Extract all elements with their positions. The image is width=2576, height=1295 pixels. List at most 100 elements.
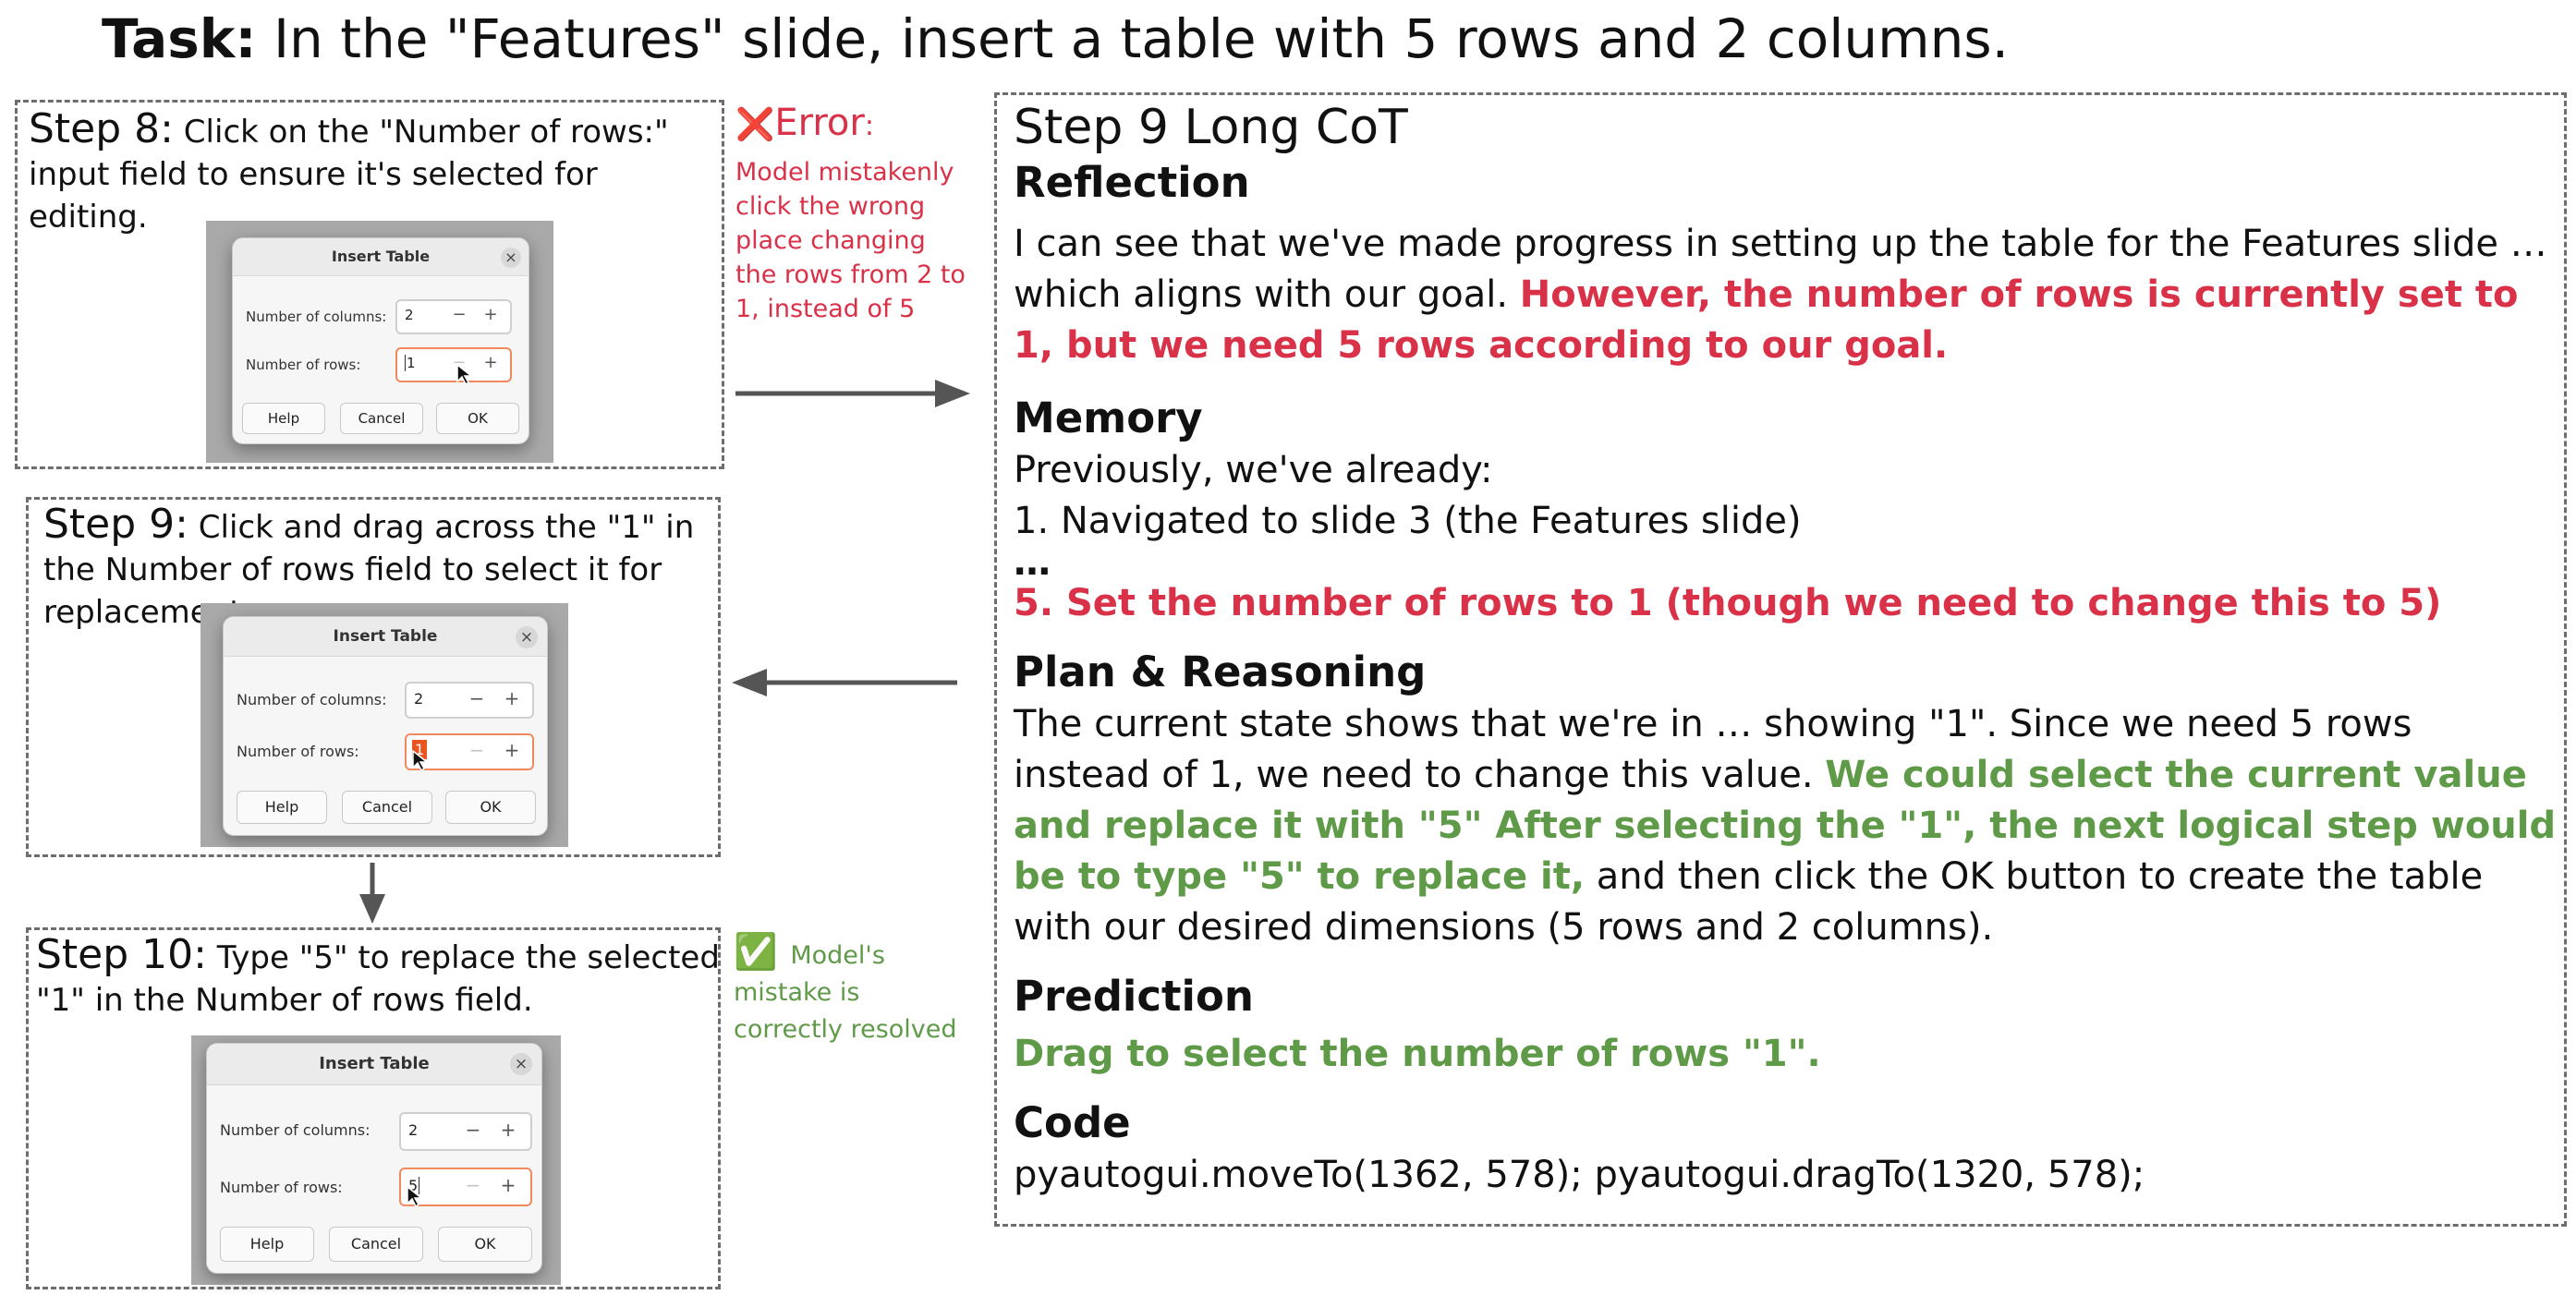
insert-table-dialog: Insert Table × Number of columns: 2 − + … [223,616,548,836]
mouse-cursor-icon [412,750,429,772]
task-title: Task: In the "Features" slide, insert a … [102,2,2009,76]
columns-value: 2 [405,307,414,323]
rows-minus-button[interactable]: − [465,1174,481,1196]
ok-button[interactable]: OK [445,791,536,824]
plan-text: The current state shows that we're in … … [1014,699,2557,953]
close-icon[interactable]: × [516,626,538,648]
step-9-panel: Step 9: Click and drag across the "1" in… [26,497,721,857]
step-9-title: Step 9: Click and drag across the "1" in… [43,503,718,634]
plan-heading: Plan & Reasoning [1014,648,1427,696]
step-8-panel: Step 8: Click on the "Number of rows:" i… [15,100,724,469]
memory-item-5: 5. Set the number of rows to 1 (though w… [1014,582,2442,624]
close-icon[interactable]: × [501,248,521,268]
columns-label: Number of columns: [237,691,387,708]
help-button[interactable]: Help [242,403,325,434]
rows-value[interactable]: 1 [405,355,416,371]
step-10-text: Type "5" to replace the selected "1" in … [36,939,720,1019]
rows-label: Number of rows: [237,743,359,760]
mouse-cursor-icon [407,1186,423,1208]
help-button[interactable]: Help [220,1227,314,1262]
rows-value[interactable]: 5 [408,1177,420,1194]
arrow-step9-to-step10 [359,863,385,924]
code-text: pyautogui.moveTo(1362, 578); pyautogui.d… [1014,1154,2145,1196]
dialog-title: Insert Table [233,238,529,276]
columns-spinbox[interactable]: 2 − + [399,1112,532,1151]
resolved-text: ✅Model's mistake is correctly resolved [734,933,974,1048]
reflection-body: I can see that we've made progress in se… [1014,223,2547,316]
ok-button[interactable]: OK [436,403,519,434]
plan-highlight: We could select the current value and re… [1014,754,2557,898]
columns-plus-button[interactable]: + [500,1119,516,1141]
help-button[interactable]: Help [237,791,327,824]
rows-label: Number of rows: [246,357,361,373]
columns-value: 2 [408,1121,419,1139]
close-icon[interactable]: × [510,1053,532,1075]
ok-button[interactable]: OK [438,1227,532,1262]
step-8-label: Step 8: [29,105,174,152]
step-8-screenshot: Insert Table × Number of columns: 2 − + … [206,221,553,463]
rows-plus-button[interactable]: + [504,739,520,761]
arrow-step8-to-cot [735,380,970,407]
reflection-highlight: However, the number of rows is currently… [1014,273,2519,367]
step-10-screenshot: Insert Table × Number of columns: 2 − + … [191,1035,561,1285]
rows-spinbox[interactable]: 5 − + [399,1168,532,1208]
insert-table-dialog: Insert Table × Number of columns: 2 − + … [232,237,529,444]
columns-plus-button[interactable]: + [504,687,520,709]
rows-label: Number of rows: [220,1179,343,1196]
rows-minus-button[interactable]: − [452,353,467,372]
check-mark-icon: ✅ [734,931,778,972]
step-9-screenshot: Insert Table × Number of columns: 2 − + … [200,603,568,847]
error-label: Error [774,102,865,144]
rows-plus-button[interactable]: + [483,353,498,372]
step-10-label: Step 10: [36,931,207,978]
reflection-heading: Reflection [1014,158,1250,207]
prediction-heading: Prediction [1014,972,1254,1021]
resolved-description: Model's mistake is correctly resolved [734,941,957,1044]
prediction-text: Drag to select the number of rows "1". [1014,1033,1821,1075]
error-title: ❌Error: [735,100,966,150]
long-cot-panel: Step 9 Long CoT Reflection I can see tha… [994,92,2567,1227]
cot-content: Step 9 Long CoT Reflection I can see tha… [1014,99,2557,1201]
dialog-title: Insert Table [207,1044,541,1085]
plan-body-2: and then click the OK button to create t… [1014,855,2484,949]
memory-intro: Previously, we've already: [1014,449,1493,491]
arrow-cot-to-step9 [732,669,957,696]
memory-item-1: 1. Navigated to slide 3 (the Features sl… [1014,500,1802,542]
error-description: Model mistakenly click the wrong place c… [735,158,966,323]
dialog-title: Insert Table [224,617,547,657]
plan-body-1: The current state shows that we're in … … [1014,703,2412,796]
task-text: In the "Features" slide, insert a table … [256,7,2010,70]
rows-spinbox[interactable]: 1 − + [395,347,512,386]
step-9-text: Click and drag across the "1" in the Num… [43,509,695,631]
cot-title: Step 9 Long CoT [1014,100,1408,155]
columns-spinbox[interactable]: 2 − + [395,299,512,334]
error-colon: : [864,110,874,142]
cancel-button[interactable]: Cancel [342,791,432,824]
memory-ellipsis: … [1014,541,1051,584]
step-10-panel: Step 10: Type "5" to replace the selecte… [26,927,721,1289]
step-8-title: Step 8: Click on the "Number of rows:" i… [29,108,712,238]
columns-label: Number of columns: [220,1121,371,1139]
code-heading: Code [1014,1098,1131,1147]
mouse-cursor-icon [456,364,473,386]
error-annotation: ❌Error: Model mistakenly click the wrong… [735,100,966,326]
rows-minus-button[interactable]: − [468,739,485,761]
resolved-annotation: ✅Model's mistake is correctly resolved [734,933,974,1048]
step-8-text: Click on the "Number of rows:" input fie… [29,114,669,236]
columns-minus-button[interactable]: − [468,687,485,709]
columns-minus-button[interactable]: − [452,305,467,324]
columns-label: Number of columns: [246,309,387,325]
rows-spinbox[interactable]: 1 − + [405,733,534,772]
columns-spinbox[interactable]: 2 − + [405,682,534,719]
reflection-text: I can see that we've made progress in se… [1014,219,2557,371]
cancel-button[interactable]: Cancel [340,403,423,434]
insert-table-dialog: Insert Table × Number of columns: 2 − + … [206,1043,542,1274]
cancel-button[interactable]: Cancel [329,1227,423,1262]
rows-plus-button[interactable]: + [500,1174,516,1196]
columns-minus-button[interactable]: − [465,1119,481,1141]
columns-plus-button[interactable]: + [483,305,498,324]
cross-mark-icon: ❌ [735,106,775,143]
task-prefix: Task: [102,7,257,70]
step-10-title: Step 10: Type "5" to replace the selecte… [36,934,720,1022]
step-9-label: Step 9: [43,501,188,548]
